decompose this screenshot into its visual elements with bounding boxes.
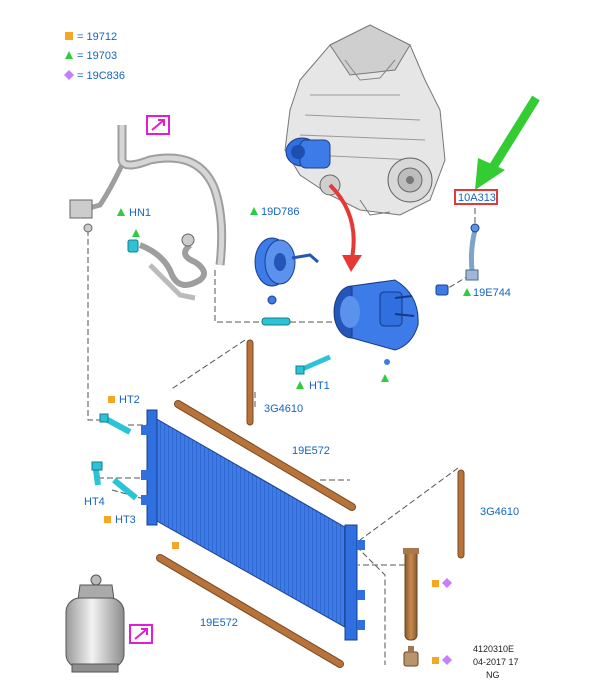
- part-receiver-drier[interactable]: [403, 548, 419, 641]
- label-19e572-a: 19E572: [292, 445, 330, 457]
- label-10a313: 10A313: [458, 192, 496, 204]
- purple-diamond-icon: [442, 578, 452, 588]
- green-triangle-icon: [296, 381, 304, 389]
- tube-fitting[interactable]: [261, 317, 291, 326]
- refrigerant-tank: [65, 574, 125, 673]
- external-link-icon: [151, 119, 165, 131]
- part-19e572-seal-b[interactable]: [156, 554, 344, 668]
- part-3g4610-seal-a[interactable]: [246, 339, 254, 426]
- label-3g4610-a: 3G4610: [264, 403, 303, 415]
- label-19e572-b: 19E572: [200, 617, 238, 629]
- part-ht3-fitting[interactable]: [112, 477, 138, 501]
- hose-assembly[interactable]: [69, 125, 227, 301]
- green-triangle-icon: [463, 288, 471, 296]
- red-flow-arrow: [328, 183, 362, 272]
- footer-line1: 4120310E: [473, 644, 514, 654]
- orange-square-icon: [108, 396, 115, 403]
- green-highlight-arrow: [475, 95, 540, 190]
- callout-box-10a313: [454, 189, 498, 205]
- legend-item-19712: = 19712: [77, 31, 117, 43]
- part-10a313-sensor[interactable]: [465, 223, 480, 281]
- legend-item-19c836: = 19C836: [77, 70, 125, 82]
- label-19d786: 19D786: [261, 206, 300, 218]
- part-ht2-fitting[interactable]: [99, 413, 132, 435]
- orange-square-icon: [65, 32, 73, 40]
- external-link-hose[interactable]: [146, 115, 170, 135]
- part-drier-plug[interactable]: [403, 646, 419, 667]
- engine-assembly: [284, 24, 446, 216]
- arrow-down-icon: [342, 255, 362, 272]
- green-triangle-icon: [132, 229, 140, 237]
- label-ht3: HT3: [115, 514, 136, 526]
- part-19e572-seal-a[interactable]: [174, 400, 356, 511]
- external-link-icon: [134, 628, 148, 640]
- orange-square-icon: [172, 542, 179, 549]
- part-condenser[interactable]: [141, 409, 365, 641]
- external-link-tank[interactable]: [129, 624, 153, 644]
- legend-item-19703: = 19703: [77, 50, 117, 62]
- engine-compressor-location: [285, 137, 331, 169]
- orange-square-icon: [432, 657, 439, 664]
- green-triangle-icon: [117, 208, 125, 216]
- part-19e744-valve[interactable]: [435, 284, 449, 296]
- purple-diamond-icon: [64, 70, 74, 80]
- label-3g4610-b: 3G4610: [480, 506, 519, 518]
- green-triangle-icon: [250, 207, 258, 215]
- orange-square-icon: [432, 580, 439, 587]
- footer-line3: NG: [486, 670, 500, 680]
- label-ht2: HT2: [119, 394, 140, 406]
- footer-line2: 04-2017 17: [473, 657, 519, 667]
- orange-square-icon: [104, 516, 111, 523]
- part-ht4-fitting[interactable]: [91, 461, 103, 486]
- green-triangle-icon: [65, 51, 73, 59]
- diagram-footer: 4120310E 04-2017 17 NG: [473, 644, 519, 680]
- purple-diamond-icon: [442, 655, 452, 665]
- part-hn1-fitting[interactable]: [127, 239, 139, 253]
- part-ht1-fitting[interactable]: [295, 354, 331, 375]
- legend: = 19712 = 19703 = 19C836: [64, 31, 125, 82]
- part-3g4610-seal-b[interactable]: [457, 469, 465, 559]
- label-ht4: HT4: [84, 496, 105, 508]
- part-19d786-clutch[interactable]: [254, 237, 319, 305]
- green-triangle-icon: [381, 374, 389, 382]
- label-ht1: HT1: [309, 380, 330, 392]
- part-ac-compressor[interactable]: [333, 279, 419, 365]
- arrow-down-left-icon: [475, 158, 505, 190]
- label-hn1: HN1: [129, 207, 151, 219]
- label-19e744: 19E744: [473, 287, 511, 299]
